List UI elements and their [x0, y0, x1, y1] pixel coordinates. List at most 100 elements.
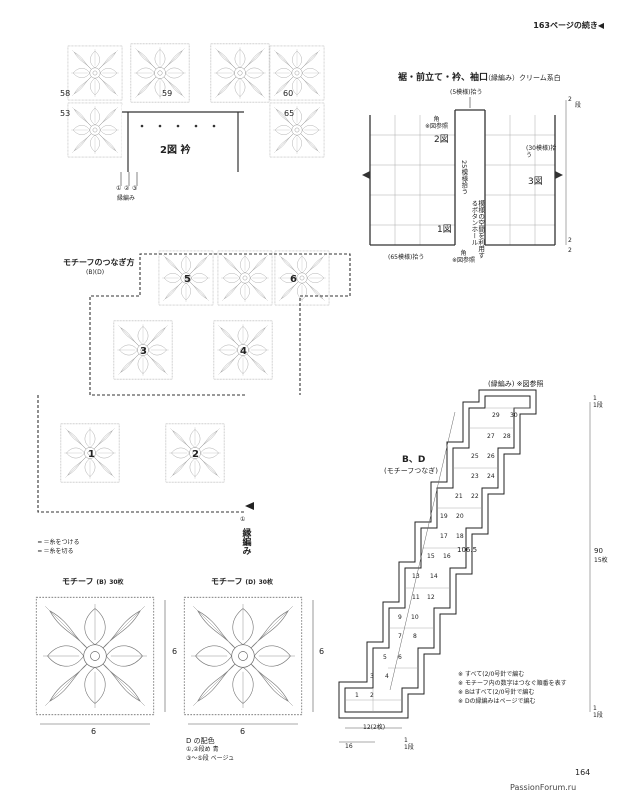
- cell-25: 25: [471, 453, 479, 460]
- motif-d-count: 30枚: [258, 579, 273, 586]
- layout-right-dim-sub: 15枚: [594, 557, 608, 564]
- layout-small-dim-1: 1: [593, 395, 597, 402]
- color-notes-title: D の配色: [186, 737, 215, 745]
- hem-fig3: 3図: [528, 177, 543, 187]
- cell-14: 14: [430, 573, 438, 580]
- motif-d-variant: (D): [245, 579, 256, 586]
- motif-d-width: 6: [240, 727, 246, 736]
- motif-d-title: モチーフ (D) 30枚: [211, 577, 273, 587]
- hem-dim-bottom: 2: [568, 247, 572, 254]
- cell-27: 27: [487, 433, 495, 440]
- cell-9: 9: [398, 614, 402, 621]
- hem-fig2: 2図: [434, 135, 449, 145]
- cell-18: 18: [456, 533, 464, 540]
- cell-26: 26: [487, 453, 495, 460]
- hem-subtitle: （縁編み）クリーム系白: [484, 74, 561, 82]
- cell-15: 15: [427, 553, 435, 560]
- cell-5: 5: [383, 654, 387, 661]
- joining-motif-3: 3: [140, 346, 147, 357]
- hem-right-label: (30模様)拾う: [526, 145, 557, 159]
- joining-legend-2: ━ ＝糸を切る: [38, 548, 74, 555]
- layout-bottom-total: 16: [345, 743, 353, 750]
- motif-number-59: 59: [162, 89, 173, 98]
- joining-subtitle: (B)(D): [86, 269, 105, 276]
- collar-arrow-3: ③: [132, 185, 138, 192]
- cell-3: 3: [370, 673, 374, 680]
- motif-b-width: 6: [91, 727, 97, 736]
- motif-number-53: 53: [60, 109, 71, 118]
- cell-2: 2: [370, 692, 374, 699]
- collar-figure-label: 2図 衿: [160, 145, 191, 156]
- hem-vertical-note-1: 25模様拾う: [459, 160, 468, 195]
- collar-arrow-1: ①: [116, 185, 122, 192]
- cell-10: 10: [411, 614, 419, 621]
- hem-vertical-note-2: 模様の空間を利用するボタンホール: [469, 200, 485, 259]
- joining-motif-1: 1: [88, 449, 95, 460]
- color-notes-line2: ③〜⑤段 ベージュ: [186, 755, 235, 762]
- layout-note-2: ※ モチーフ内の数字はつなぐ順番を表す: [458, 680, 567, 687]
- motif-b-name: モチーフ: [62, 577, 94, 586]
- cell-1: 1: [355, 692, 359, 699]
- cell-30: 30: [510, 412, 518, 419]
- hem-dim-top: 2: [568, 96, 572, 103]
- layout-small-dim-3: 1: [404, 737, 408, 744]
- joining-title: モチーフのつなぎ方: [63, 258, 135, 267]
- layout-right-dim: 90: [594, 547, 603, 555]
- motif-b-title: モチーフ (B) 30枚: [62, 577, 124, 587]
- cell-17: 17: [440, 533, 448, 540]
- cell-20: 20: [456, 513, 464, 520]
- cell-28: 28: [503, 433, 511, 440]
- hem-top-label: (5模様)拾う: [450, 89, 483, 96]
- cell-8: 8: [413, 633, 417, 640]
- hem-bottom-kado: 角 ※図参照: [452, 250, 476, 264]
- motif-b-count: 30枚: [109, 579, 124, 586]
- layout-edge-label: (縁編み) ※図参照: [488, 380, 544, 388]
- cell-19: 19: [440, 513, 448, 520]
- hem-dim-unit: 段: [575, 102, 582, 109]
- cell-21: 21: [455, 493, 463, 500]
- cell-11: 11: [412, 594, 420, 601]
- hem-bottom-label: (65模様)拾う: [388, 254, 425, 261]
- motif-b-height: 6: [172, 647, 178, 656]
- joining-motif-5: 5: [184, 274, 191, 285]
- joining-motif-4: 4: [240, 346, 247, 357]
- page-number: 164: [575, 768, 591, 777]
- hem-fig1: 1図: [437, 225, 452, 235]
- layout-bottom-dim: 12(2枚): [363, 724, 386, 731]
- cell-13: 13: [412, 573, 420, 580]
- layout-note-1: ※ すべて(2/0号針で編む: [458, 671, 525, 678]
- joining-arrow-mark: ①: [240, 516, 246, 523]
- motif-number-60: 60: [283, 89, 294, 98]
- cell-12: 12: [427, 594, 435, 601]
- cell-29: 29: [492, 412, 500, 419]
- layout-diag-length: 106.5: [457, 546, 478, 554]
- layout-small-dim-2u: 1段: [593, 712, 603, 719]
- motif-d-height: 6: [319, 647, 325, 656]
- layout-title: B、D: [402, 455, 426, 465]
- layout-small-dim-1u: 1段: [593, 402, 603, 409]
- hem-title: 裾・前立て・衿、袖口: [398, 73, 489, 83]
- layout-subtitle: (モチーフつなぎ): [384, 467, 439, 475]
- cell-6: 6: [398, 654, 402, 661]
- cell-7: 7: [398, 633, 402, 640]
- hem-dim-mid: 2: [568, 237, 572, 244]
- cell-22: 22: [471, 493, 479, 500]
- color-notes-line1: ①,②段め 青: [186, 746, 219, 753]
- layout-note-4: ※ Dの縁編みはページで編む: [458, 698, 536, 705]
- cell-23: 23: [471, 473, 479, 480]
- joining-legend-1: ━ ＝糸をつける: [38, 539, 80, 546]
- collar-arrow-2: ②: [124, 185, 130, 192]
- watermark: PassionForum.ru: [510, 783, 577, 792]
- motif-number-58: 58: [60, 89, 71, 98]
- collar-edge-label: 縁編み: [117, 195, 136, 202]
- motif-number-65: 65: [284, 109, 295, 118]
- layout-note-3: ※ Bはすべて(2/0号針で編む: [458, 689, 535, 696]
- motif-b-variant: (B): [96, 579, 107, 586]
- hem-kado-note: 角 ※図参照: [425, 116, 449, 130]
- layout-small-dim-2: 1: [593, 705, 597, 712]
- joining-motif-2: 2: [192, 449, 199, 460]
- joining-edge-label: 縁編み: [240, 528, 251, 555]
- cell-24: 24: [487, 473, 495, 480]
- joining-motif-6: 6: [290, 274, 297, 285]
